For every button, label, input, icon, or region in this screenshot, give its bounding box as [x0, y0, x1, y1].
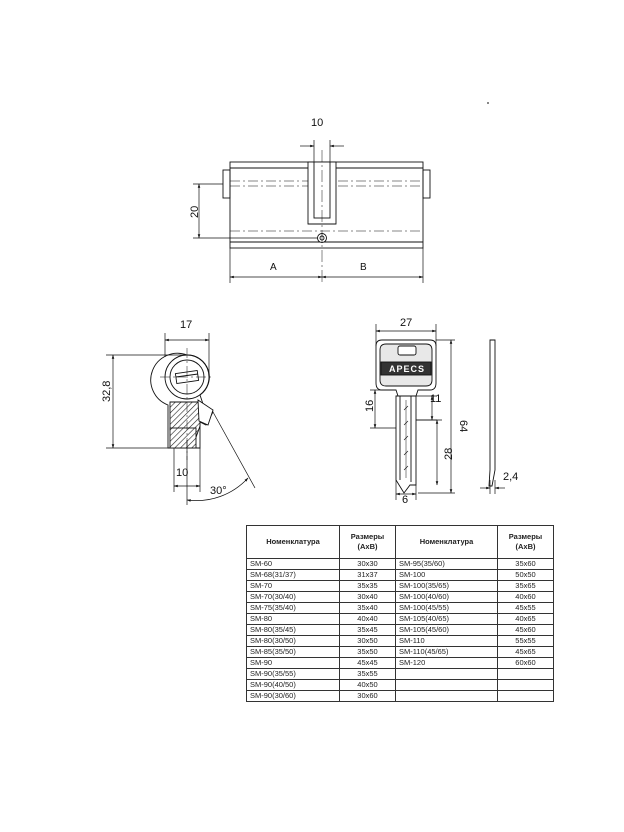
key-view — [375, 339, 437, 494]
dim-key-11: 11 — [430, 393, 441, 405]
cell-nomenclature: SM-70 — [246, 580, 340, 592]
dim-key-6: 6 — [402, 494, 408, 506]
table-row: SM-90(40/50)40x50 — [246, 679, 554, 691]
table-row: SM-90(35/55)35x55 — [246, 668, 554, 680]
cell-size — [497, 668, 554, 680]
cell-size: 31x37 — [339, 569, 396, 581]
cell-nomenclature: SM-100(35/65) — [395, 580, 498, 592]
cell-size: 30x40 — [339, 591, 396, 603]
cell-nomenclature: SM-85(35/50) — [246, 646, 340, 658]
header-nomenclature-1: Номенклатура — [246, 525, 340, 559]
cell-nomenclature: SM-120 — [395, 657, 498, 669]
cell-nomenclature: SM-70(30/40) — [246, 591, 340, 603]
dim-angle: 30° — [210, 485, 227, 497]
cell-nomenclature: SM-90(30/60) — [246, 690, 340, 702]
cell-nomenclature: SM-75(35/40) — [246, 602, 340, 614]
cell-nomenclature: SM-105(45/60) — [395, 624, 498, 636]
header-sizes-1: Размеры (АхВ) — [339, 525, 396, 559]
cell-nomenclature: SM-95(35/60) — [395, 558, 498, 570]
dim-key-length: 64 — [457, 420, 469, 432]
dim-height: 20 — [189, 206, 201, 218]
cell-size: 35x55 — [339, 668, 396, 680]
table-header-row: Номенклатура Размеры (АхВ) Номенклатура … — [246, 525, 554, 559]
header-sizes-2: Размеры (АхВ) — [497, 525, 554, 559]
cell-nomenclature: SM-100(45/55) — [395, 602, 498, 614]
cell-nomenclature: SM-110 — [395, 635, 498, 647]
cell-size: 30x30 — [339, 558, 396, 570]
cell-size: 35x60 — [497, 558, 554, 570]
key-edge-view — [488, 339, 496, 487]
cell-size: 40x50 — [339, 679, 396, 691]
cell-nomenclature: SM-90(40/50) — [246, 679, 340, 691]
cell-nomenclature: SM-100 — [395, 569, 498, 581]
cell-size: 45x60 — [497, 624, 554, 636]
cell-size: 45x55 — [497, 602, 554, 614]
cell-size — [497, 690, 554, 702]
cell-size: 55x55 — [497, 635, 554, 647]
cell-nomenclature: SM-100(40/60) — [395, 591, 498, 603]
dim-key-thickness: 2,4 — [503, 471, 518, 483]
cell-nomenclature: SM-90(35/55) — [246, 668, 340, 680]
dim-cam: 10 — [176, 467, 188, 479]
cell-size — [497, 679, 554, 691]
technical-drawing: 10 20 A B 17 32,8 10 30° — [101, 102, 518, 506]
dim-key-width: 27 — [400, 317, 412, 329]
cell-nomenclature — [395, 668, 498, 680]
cell-nomenclature: SM-80 — [246, 613, 340, 625]
cell-size: 30x60 — [339, 690, 396, 702]
dim-side-height: 32,8 — [101, 381, 113, 402]
cell-size: 60x60 — [497, 657, 554, 669]
cell-size: 35x35 — [339, 580, 396, 592]
cell-nomenclature: SM-110(45/65) — [395, 646, 498, 658]
cell-size: 35x65 — [497, 580, 554, 592]
cell-nomenclature: SM-105(40/65) — [395, 613, 498, 625]
cell-size: 50x50 — [497, 569, 554, 581]
cylinder-front-view — [222, 150, 431, 282]
cell-size: 35x45 — [339, 624, 396, 636]
dim-slot-width: 10 — [311, 117, 323, 129]
cell-nomenclature: SM-60 — [246, 558, 340, 570]
cell-size: 45x65 — [497, 646, 554, 658]
specification-table: Номенклатура Размеры (АхВ) Номенклатура … — [246, 525, 554, 702]
dim-a: A — [270, 262, 277, 273]
dim-key-16: 16 — [364, 400, 376, 412]
cell-size: 40x60 — [497, 591, 554, 603]
cell-nomenclature: SM-90 — [246, 657, 340, 669]
cell-nomenclature: SM-80(35/45) — [246, 624, 340, 636]
dim-side-width: 17 — [180, 319, 192, 331]
cell-size: 30x50 — [339, 635, 396, 647]
cylinder-side-view — [150, 348, 214, 460]
cell-nomenclature — [395, 690, 498, 702]
cell-size: 35x40 — [339, 602, 396, 614]
cell-size: 35x50 — [339, 646, 396, 658]
cell-nomenclature — [395, 679, 498, 691]
cell-size: 40x40 — [339, 613, 396, 625]
cell-size: 40x65 — [497, 613, 554, 625]
cell-nomenclature: SM-80(30/50) — [246, 635, 340, 647]
cell-nomenclature: SM-68(31/37) — [246, 569, 340, 581]
header-nomenclature-2: Номенклатура — [395, 525, 498, 559]
dim-b: B — [360, 262, 367, 273]
cell-size: 45x45 — [339, 657, 396, 669]
table-row: SM-90(30/60)30x60 — [246, 690, 554, 702]
dim-key-28: 28 — [443, 448, 455, 460]
key-brand: APECS — [389, 364, 425, 374]
